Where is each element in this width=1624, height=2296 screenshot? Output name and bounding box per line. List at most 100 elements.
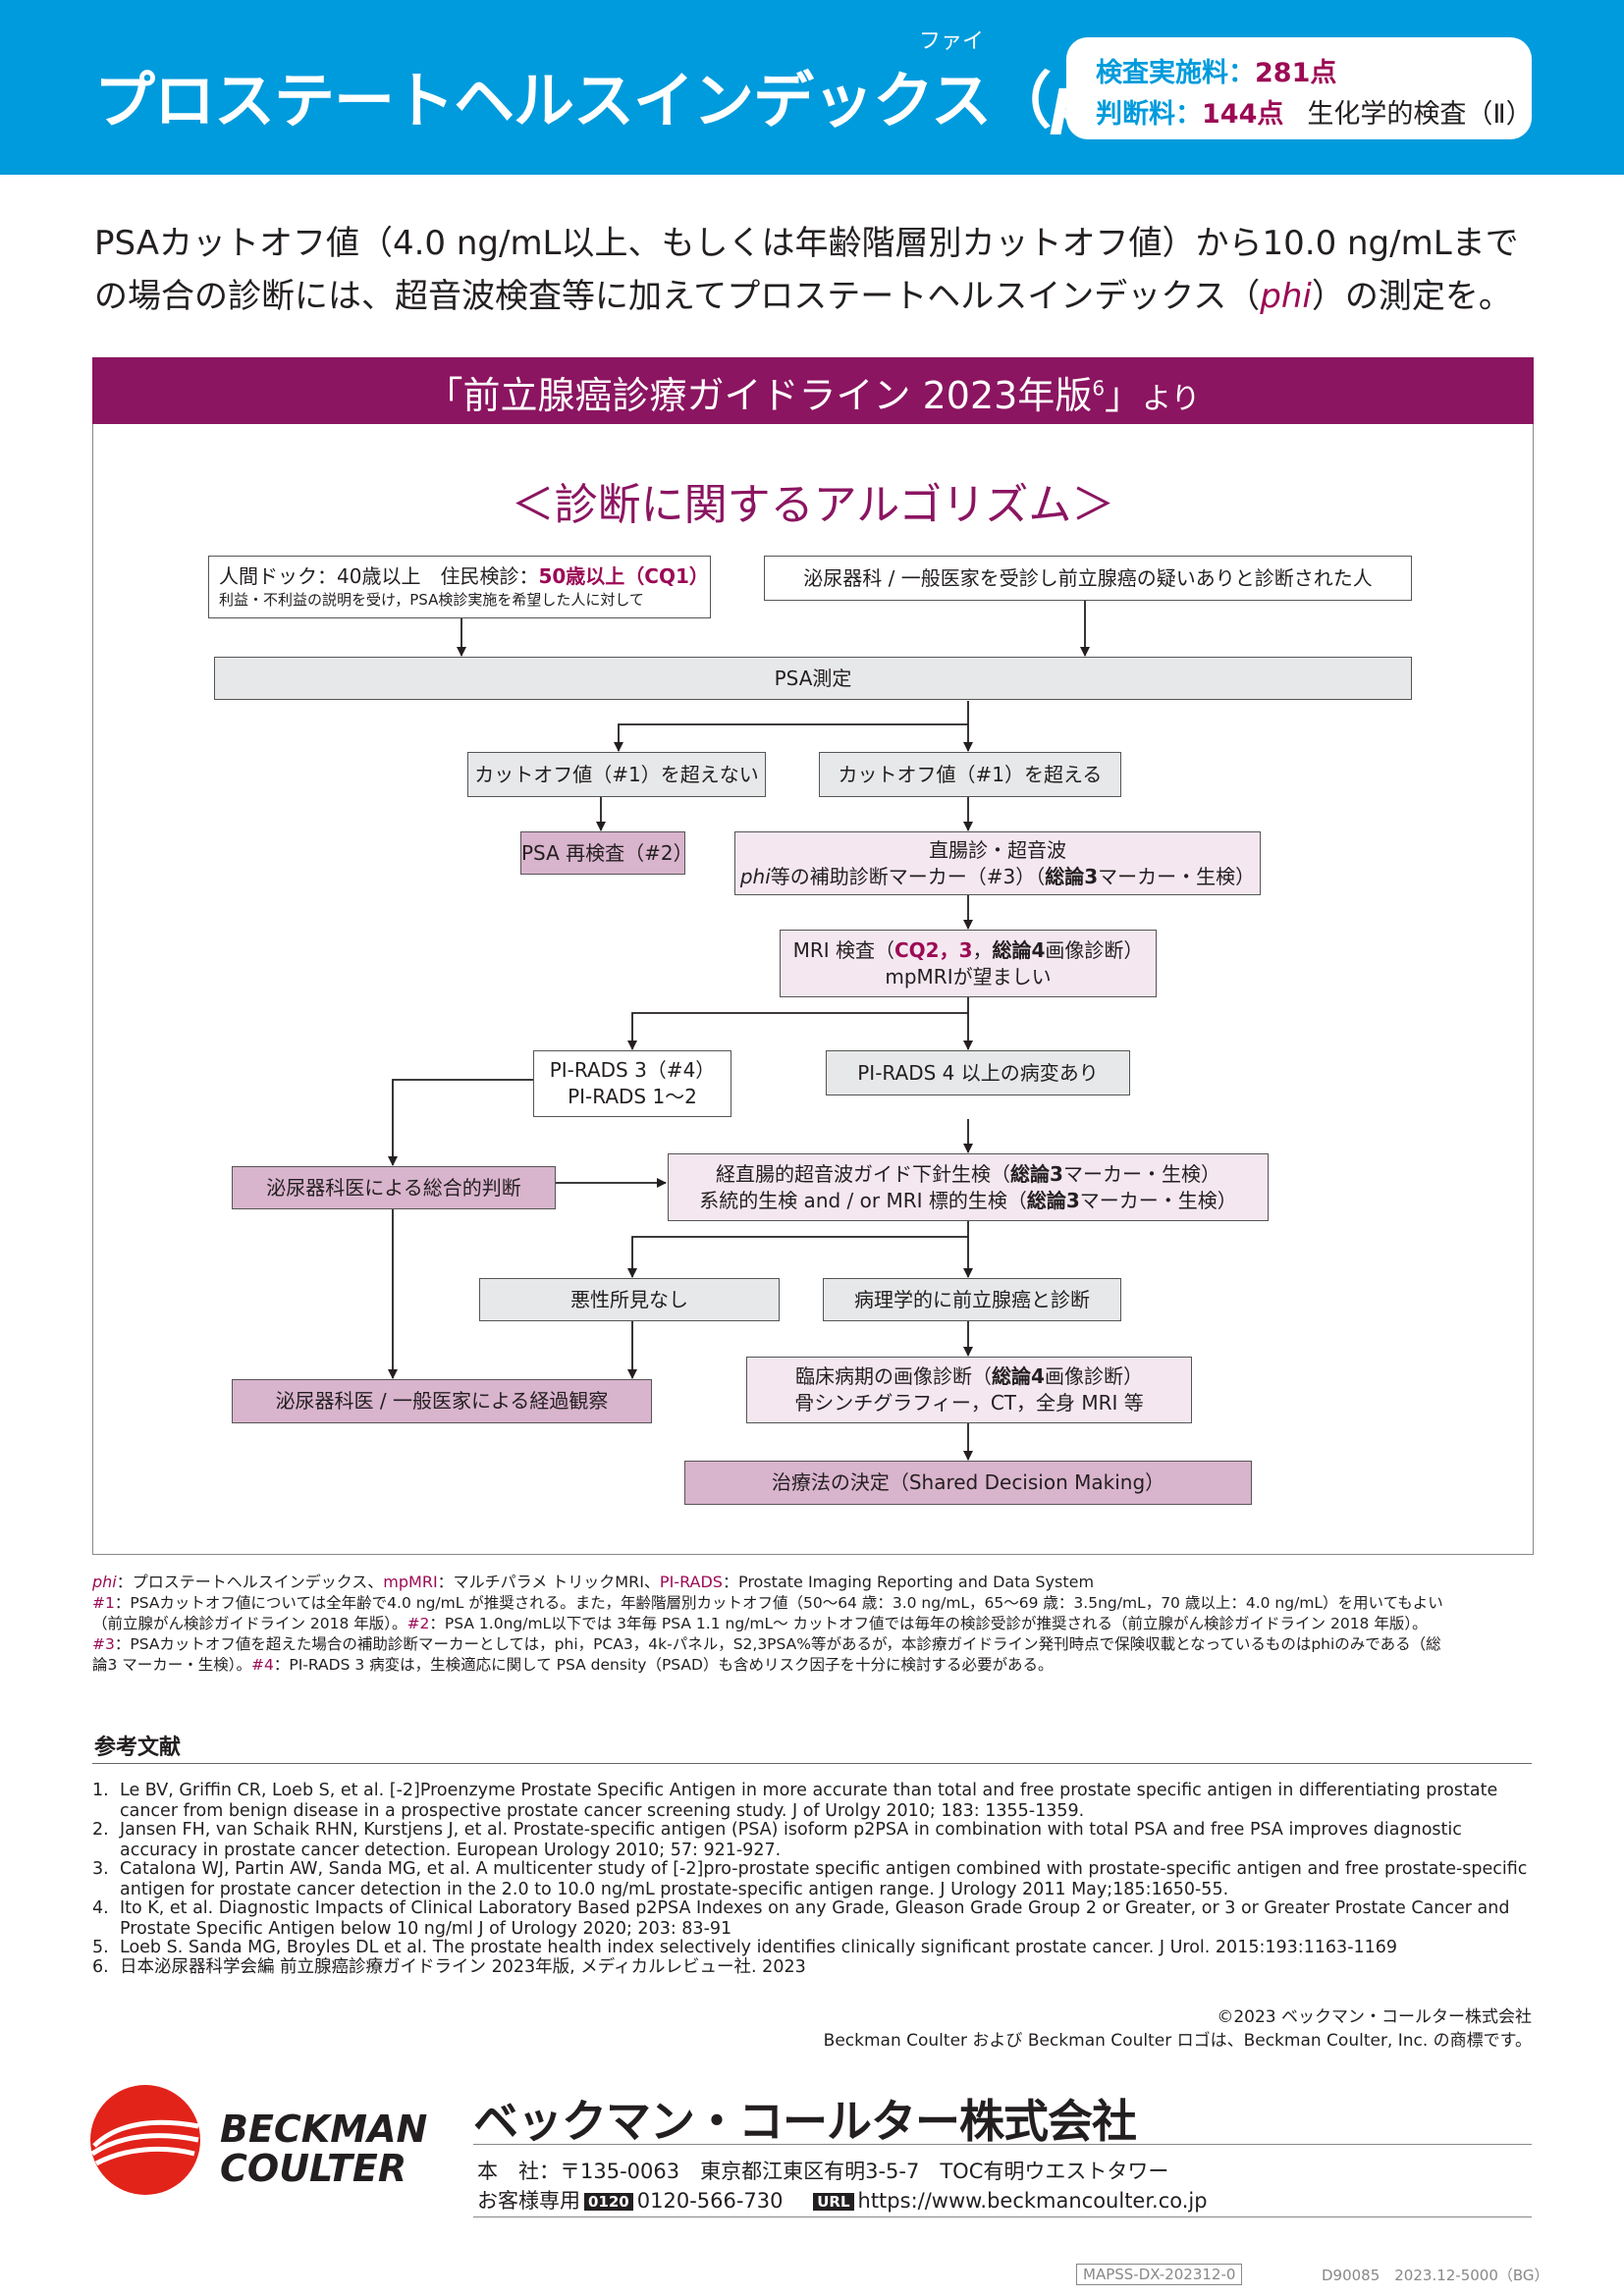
fn-3-text: ：PSAカットオフ値を超えた場合の補助診断マーカーとしては，phi，PCA3，4…	[114, 1635, 1441, 1653]
company-name: ベックマン・コールター株式会社	[473, 2095, 1137, 2148]
reference-number: 3.	[92, 1859, 109, 1879]
footnote-line-5: 論3 マーカー・生検）。#4：PI-RADS 3 病変は，生検適応に関して PS…	[92, 1655, 1053, 1675]
company-divider-2	[473, 2216, 1532, 2217]
logo-wordmark: BECKMAN COULTER	[220, 2109, 427, 2190]
trademark-notice: Beckman Coulter および Beckman Coulter ロゴは、…	[823, 2031, 1532, 2051]
staging-line-2: 骨シンチグラフィー，CT，全身 MRI 等	[794, 1391, 1144, 1415]
arrow-psa-under	[614, 723, 968, 752]
staging-image: 画像診断）	[1044, 1364, 1143, 1388]
box-suspected: 泌尿器科 / 一般医家を受診し前立腺癌の疑いありと診断された人	[764, 556, 1412, 601]
dre-line-2: phi等の補助診断マーカー（#3）（総論3マーカー・生検）	[740, 864, 1255, 890]
pirads3-line-1: PI-RADS 3（#4）	[549, 1058, 716, 1082]
box-psa-retest: PSA 再検査（#2）	[520, 831, 693, 875]
contact-label: お客様専用	[477, 2189, 580, 2213]
mri-line-2: mpMRIが望ましい	[885, 964, 1052, 988]
biopsy-line-2: 系統的生検 and / or MRI 標的生検（総論3マーカー・生検）	[699, 1188, 1237, 1214]
intro-line2-phi: phi	[1260, 277, 1312, 316]
fee2-value: 144点	[1202, 99, 1284, 130]
fn-2-text: ：PSA 1.0ng/mL以下では 3年毎 PSA 1.1 ng/mL～ カット…	[429, 1615, 1428, 1632]
freedial-icon: 0120	[584, 2193, 633, 2211]
mri-text: MRI 検査（	[792, 937, 894, 962]
company-divider-1	[473, 2144, 1532, 2145]
fn-pirads: PI-RADS	[659, 1573, 723, 1591]
fn-2-key: #2	[406, 1615, 430, 1632]
guideline-title-text: 「前立腺癌診療ガイドライン 2023年版	[425, 374, 1093, 417]
intro-line2-a: の場合の診断には、超音波検査等に加えてプロステートヘルスインデックス（	[94, 277, 1261, 316]
algorithm-title: ＜診断に関するアルゴリズム＞	[511, 480, 1115, 530]
biopsy-marker2: マーカー・生検）	[1079, 1188, 1237, 1212]
reference-number: 1.	[92, 1781, 109, 1800]
mri-comma: ，	[972, 937, 993, 962]
references-heading: 参考文献	[94, 1735, 182, 1760]
fee-line-2: 判断料：144点生化学的検査（Ⅱ）	[1096, 92, 1533, 131]
fn-3-key: #3	[92, 1635, 115, 1653]
box-staging: 臨床病期の画像診断（総論4画像診断） 骨シンチグラフィー，CT，全身 MRI 等	[746, 1357, 1192, 1423]
title-ruby: ファイ	[919, 29, 985, 54]
phone-number: 0120-566-730	[636, 2189, 784, 2213]
mri-line-1: MRI 検査（CQ2，3，総論4画像診断）	[793, 937, 1144, 964]
box-health-check-l2: 利益・不利益の説明を受け，PSA検診実施を希望した人に対して	[219, 591, 644, 610]
title-main: プロステートヘルスインデックス（	[94, 65, 1052, 136]
biopsy-line-1: 経直腸的超音波ガイド下針生検（総論3マーカー・生検）	[716, 1161, 1220, 1188]
footnote-line-2: #1：PSAカットオフ値については全年齢で4.0 ng/mL が推奨される。また…	[92, 1593, 1443, 1613]
beckman-coulter-logo-icon	[90, 2085, 200, 2195]
logo-line-2: COULTER	[220, 2146, 407, 2190]
fn-4-text: ：PI-RADS 3 病変は，生検適応に関して PSA density（PSAD…	[273, 1656, 1054, 1674]
mri-cq: CQ2，3	[893, 937, 973, 962]
fee1-value: 281点	[1255, 58, 1337, 88]
mri-general4: 総論4	[992, 937, 1046, 962]
reference-number: 5.	[92, 1938, 109, 1957]
fee-line-1: 検査実施料：281点	[1096, 51, 1336, 89]
biopsy-general3a: 総論3	[1010, 1161, 1063, 1186]
box-observation: 泌尿器科医 / 一般医家による経過観察	[232, 1379, 652, 1423]
intro-line-2: の場合の診断には、超音波検査等に加えてプロステートヘルスインデックス（phi）の…	[94, 269, 1512, 317]
reference-number: 2.	[92, 1820, 109, 1840]
company-url[interactable]: https://www.beckmancoulter.co.jp	[857, 2189, 1208, 2213]
health-check-text: 人間ドック：40歳以上 住民検診：	[219, 564, 539, 589]
dre-general3: 総論3	[1045, 864, 1099, 888]
box-cancer-diagnosed: 病理学的に前立腺癌と診断	[823, 1278, 1121, 1321]
arrow-pirads3-judge	[388, 1079, 533, 1166]
box-health-check: 人間ドック：40歳以上 住民検診：50歳以上（CQ1） 利益・不利益の説明を受け…	[208, 556, 711, 618]
fn-1-key: #1	[92, 1594, 115, 1612]
dre-text: 等の補助診断マーカー（#3）（	[770, 864, 1046, 888]
fn-phi-text: ：プロステートヘルスインデックス、	[116, 1573, 384, 1591]
reference-text: 日本泌尿器科学会編 前立腺癌診療ガイドライン 2023年版, メディカルレビュー…	[120, 1957, 806, 1977]
biopsy-text2: 系統的生検 and / or MRI 標的生検（	[699, 1188, 1027, 1212]
box-biopsy: 経直腸的超音波ガイド下針生検（総論3マーカー・生検） 系統的生検 and / o…	[668, 1153, 1269, 1221]
biopsy-marker1: マーカー・生検）	[1062, 1161, 1220, 1186]
references-divider	[92, 1763, 1532, 1764]
staging-line-1: 臨床病期の画像診断（総論4画像診断）	[795, 1363, 1143, 1390]
arrow-biopsy-nomalig	[627, 1236, 968, 1278]
box-urologist-judgment: 泌尿器科医による総合的判断	[232, 1166, 556, 1209]
dre-marker: マーカー・生検）	[1098, 864, 1256, 888]
dre-phi: phi	[739, 864, 771, 888]
box-pirads3: PI-RADS 3（#4） PI-RADS 1～2	[533, 1050, 731, 1117]
intro-line2-b: ）の測定を。	[1311, 277, 1512, 316]
box-psa-measure: PSA測定	[214, 657, 1412, 700]
guideline-title-suffix: より	[1142, 382, 1201, 416]
box-under-cutoff: カットオフ値（#1）を超えない	[467, 752, 766, 797]
fn-pirads-text: ：Prostate Imaging Reporting and Data Sys…	[722, 1573, 1095, 1591]
reference-text: Jansen FH, van Schaik RHN, Kurstjens J, …	[120, 1820, 1462, 1860]
reference-text: Ito K, et al. Diagnostic Impacts of Clin…	[120, 1898, 1510, 1939]
box-no-malignancy: 悪性所見なし	[479, 1278, 780, 1321]
copyright: ©2023 ベックマン・コールター株式会社	[1217, 2007, 1532, 2027]
arrow-mri-pirads3	[627, 1012, 968, 1050]
pirads3-line-2: PI-RADS 1～2	[568, 1085, 697, 1108]
reference-text: Le BV, Griffin CR, Loeb S, et al. [-2]Pr…	[120, 1781, 1498, 1821]
fn-1-text: ：PSAカットオフ値については全年齢で4.0 ng/mL が推奨される。また，年…	[114, 1594, 1443, 1612]
biopsy-text1: 経直腸的超音波ガイド下針生検（	[716, 1161, 1011, 1186]
footnote-line-3: （前立腺がん検診ガイドライン 2018 年版）。#2：PSA 1.0ng/mL以…	[92, 1614, 1428, 1633]
fee-panel: 検査実施料：281点 判断料：144点生化学的検査（Ⅱ）	[1066, 37, 1533, 139]
footnote-line-1: phi：プロステートヘルスインデックス、mpMRI：マルチパラメ トリックMRI…	[92, 1573, 1094, 1593]
fn-phi: phi	[92, 1573, 117, 1591]
mri-image: 画像診断）	[1045, 937, 1144, 962]
guideline-ref-sup: 6	[1092, 376, 1106, 400]
print-info: D90085 2023.12-5000（BG）	[1322, 2267, 1549, 2284]
biopsy-general3b: 総論3	[1026, 1188, 1080, 1212]
box-health-check-l1: 人間ドック：40歳以上 住民検診：50歳以上（CQ1）	[219, 563, 709, 590]
dre-line-1: 直腸診・超音波	[929, 837, 1066, 862]
guideline-title: 「前立腺癌診療ガイドライン 2023年版6」より	[92, 365, 1534, 419]
